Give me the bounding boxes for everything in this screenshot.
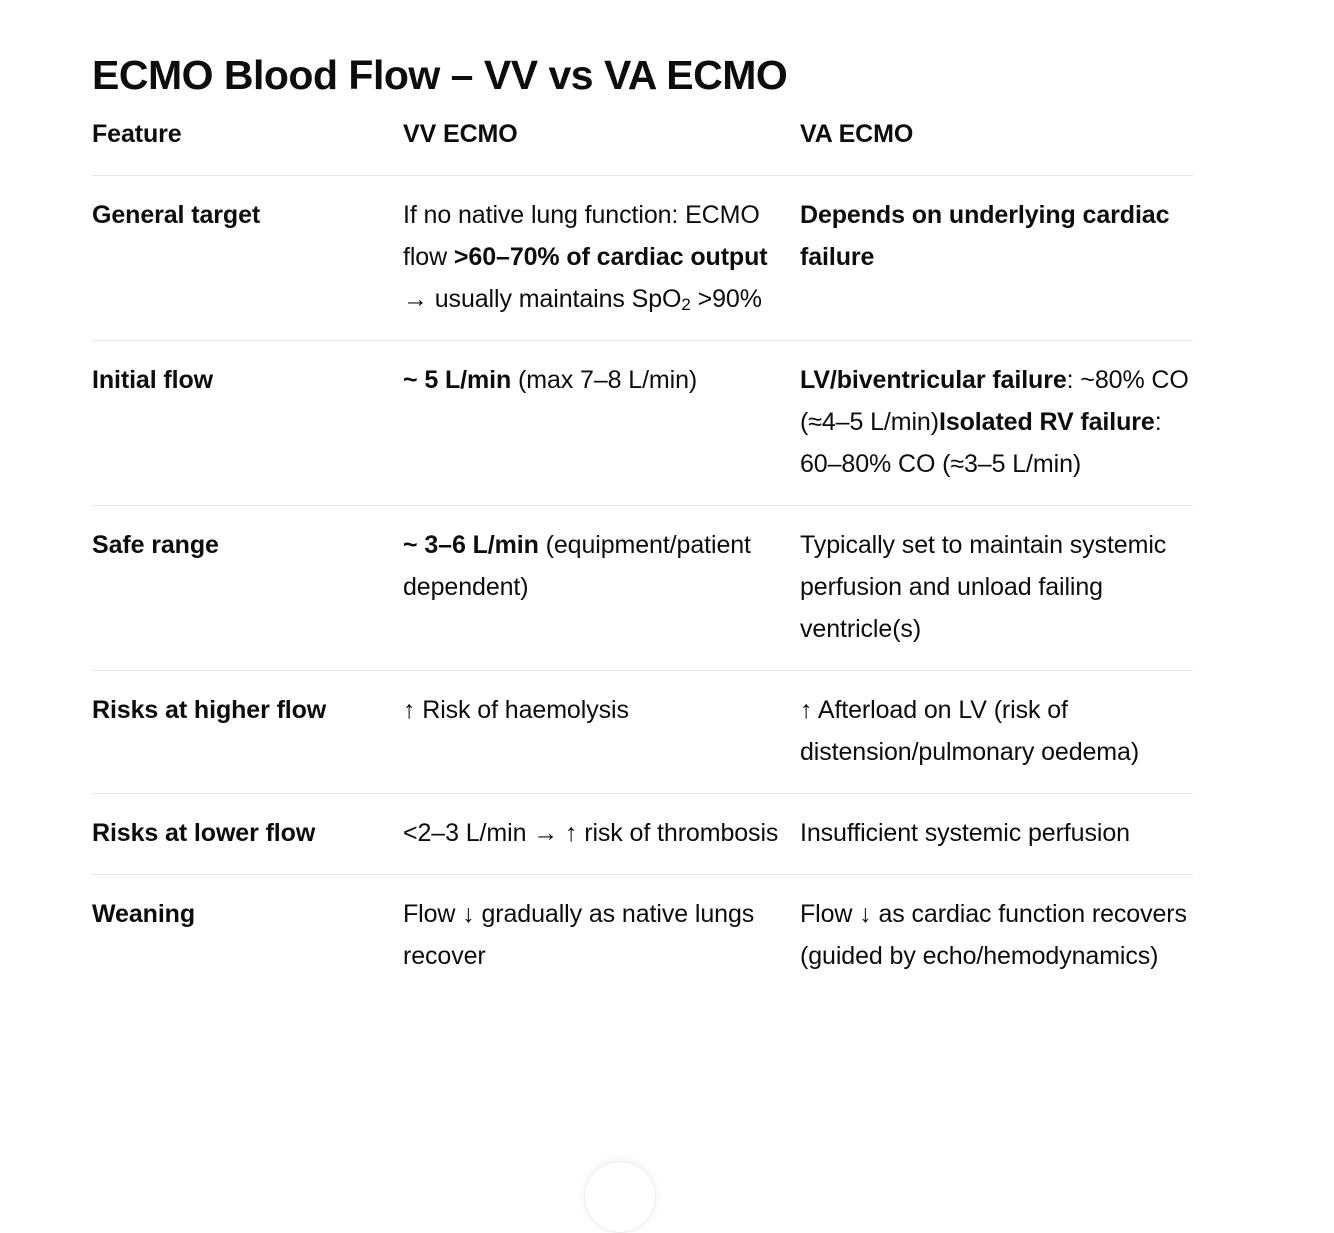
row-label: Weaning [92, 899, 196, 928]
table-header-row: Feature VV ECMO VA ECMO [92, 118, 1193, 175]
table-row: General target If no native lung function… [92, 175, 1193, 340]
cell-vv-ecmo: <2–3 L/min → ↑ risk of thrombosis [403, 818, 779, 847]
table-row: Risks at higher flow ↑ Risk of haemolysis… [92, 670, 1193, 793]
ecmo-comparison-table: Feature VV ECMO VA ECMO General target If… [92, 118, 1193, 997]
table-row: Risks at lower flow <2–3 L/min → ↑ risk o… [92, 793, 1193, 874]
table-row: Safe range ~ 3–6 L/min (equipment/patient… [92, 505, 1193, 670]
cell-va-ecmo: Typically set to maintain systemic perfu… [800, 530, 1167, 643]
cell-vv-ecmo: ↑ Risk of haemolysis [403, 695, 629, 724]
scroll-to-top-button[interactable] [584, 1161, 656, 1233]
row-label: Safe range [92, 530, 219, 559]
document-page: ECMO Blood Flow – VV vs VA ECMO Feature … [92, 52, 1193, 1233]
table-row: Weaning Flow ↓ gradually as native lungs … [92, 874, 1193, 997]
row-label: General target [92, 200, 261, 229]
page-title: ECMO Blood Flow – VV vs VA ECMO [92, 52, 788, 99]
cell-va-ecmo: ↑ Afterload on LV (risk of distension/pu… [800, 695, 1140, 766]
cell-va-ecmo: Depends on underlying cardiac failure [800, 200, 1170, 271]
table-body: General target If no native lung function… [92, 175, 1193, 997]
cell-va-ecmo: Flow ↓ as cardiac function recovers (gui… [800, 899, 1187, 970]
comparison-table-container: Feature VV ECMO VA ECMO General target If… [92, 118, 1193, 997]
cell-vv-ecmo: ~ 3–6 L/min (equipment/patient dependent… [403, 530, 751, 601]
column-header-vv-ecmo: VV ECMO [403, 120, 518, 148]
cell-va-ecmo: Insufficient systemic perfusion [800, 818, 1130, 847]
row-label: Initial flow [92, 365, 214, 394]
cell-va-ecmo: LV/biventricular failure: ~80% CO (≈4–5 … [800, 365, 1189, 478]
table-row: Initial flow ~ 5 L/min (max 7–8 L/min) LV/… [92, 340, 1193, 505]
cell-vv-ecmo: Flow ↓ gradually as native lungs recover [403, 899, 755, 970]
row-label: Risks at lower flow [92, 818, 316, 847]
column-header-va-ecmo: VA ECMO [800, 120, 914, 148]
column-header-feature: Feature [92, 120, 182, 148]
cell-vv-ecmo: If no native lung function: ECMO flow >6… [403, 200, 768, 315]
cell-vv-ecmo: ~ 5 L/min (max 7–8 L/min) [403, 365, 698, 394]
table-header: Feature VV ECMO VA ECMO [92, 118, 1193, 175]
row-label: Risks at higher flow [92, 695, 327, 724]
